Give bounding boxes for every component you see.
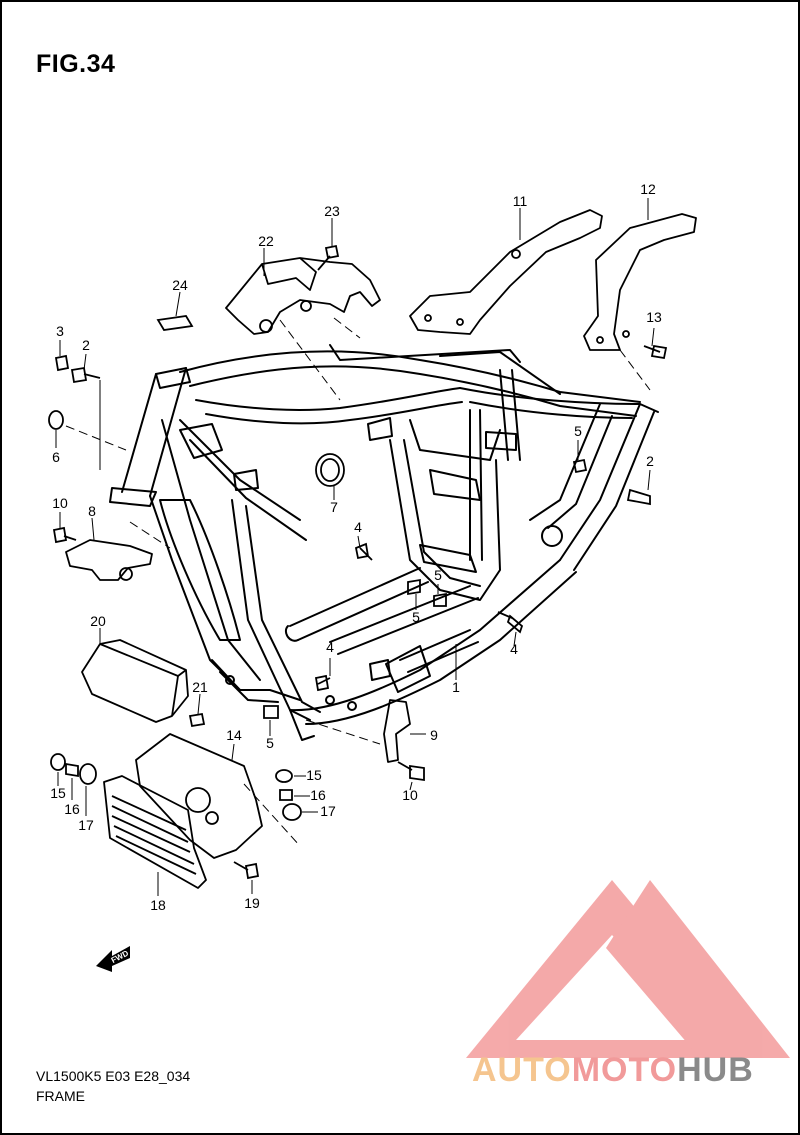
callout-4: 4 (510, 641, 518, 657)
callout-20: 20 (90, 613, 106, 629)
callout-5: 5 (412, 609, 420, 625)
bolt-21 (188, 712, 206, 728)
callout-24: 24 (172, 277, 188, 293)
callout-15: 15 (50, 785, 66, 801)
callout-16: 16 (64, 801, 80, 817)
model-code: VL1500K5 E03 E28_034 (36, 1068, 191, 1084)
callout-9: 9 (430, 727, 438, 743)
callout-6: 6 (52, 449, 60, 465)
callout-8: 8 (88, 503, 96, 519)
grille-18 (103, 775, 207, 889)
small-fasteners (263, 458, 651, 719)
bolt-13 (643, 344, 668, 360)
figure-title: FIG.34 (36, 50, 116, 78)
callout-4: 4 (326, 639, 334, 655)
callout-5: 5 (574, 423, 582, 439)
callout-4: 4 (354, 519, 362, 535)
callout-10: 10 (52, 495, 68, 511)
bracket-9 (383, 699, 411, 763)
callout-10: 10 (402, 787, 418, 803)
callout-11: 11 (513, 193, 528, 209)
callout-16: 16 (310, 787, 326, 803)
leader-lines (55, 198, 655, 896)
callout-12: 12 (640, 181, 656, 197)
cover-14 (135, 733, 263, 859)
watermark-part-auto: AUTO (472, 1051, 572, 1089)
watermark-part-moto: MOTO (571, 1051, 678, 1089)
watermark-logo-graphic (466, 880, 790, 1058)
callout-18: 18 (150, 897, 166, 913)
fwd-arrow-icon (96, 946, 130, 972)
dashed-guide-lines (65, 317, 651, 847)
callout-21: 21 (192, 679, 208, 695)
callout-23: 23 (324, 203, 340, 219)
grommet-7 (315, 453, 345, 487)
callout-1: 1 (452, 679, 460, 695)
callout-22: 22 (258, 233, 274, 249)
callout-3: 3 (56, 323, 64, 339)
bolt-10 (52, 526, 425, 782)
callout-5: 5 (434, 567, 442, 583)
pad-24 (156, 315, 194, 331)
fender-strut-11 (409, 209, 603, 335)
bracket-22 (225, 257, 381, 335)
main-frame (109, 344, 659, 741)
section-name: FRAME (36, 1088, 85, 1104)
fender-strut-12 (583, 213, 697, 351)
callout-14: 14 (226, 727, 242, 743)
callout-19: 19 (244, 895, 260, 911)
callout-17: 17 (78, 817, 94, 833)
watermark-text: AUTOMOTOHUB (472, 1051, 754, 1090)
left-hardware (48, 354, 101, 430)
callout-7: 7 (330, 499, 338, 515)
callout-2: 2 (82, 337, 90, 353)
watermark-part-hub: HUB (677, 1051, 754, 1089)
washers-bushings (50, 753, 302, 821)
callout-15: 15 (306, 767, 322, 783)
callout-2: 2 (646, 453, 654, 469)
bracket-8 (65, 539, 153, 581)
bolt-19 (233, 861, 260, 880)
callout-labels: 1 2 2 3 4 4 4 5 5 5 5 6 7 8 9 10 10 11 1… (50, 181, 662, 965)
bolt-23 (317, 244, 340, 271)
callout-5: 5 (266, 735, 274, 751)
callout-13: 13 (646, 309, 662, 325)
box-20 (81, 639, 189, 723)
callout-17: 17 (320, 803, 336, 819)
